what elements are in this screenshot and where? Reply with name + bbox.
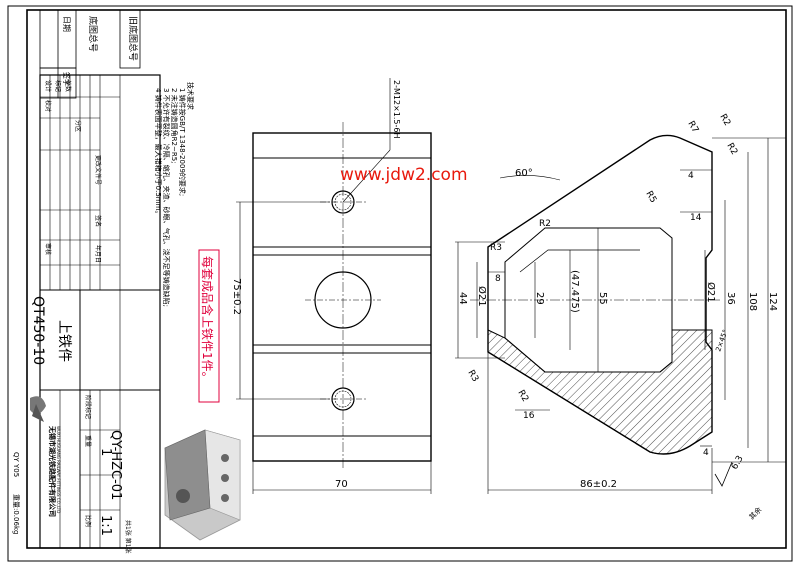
section-leaders (488, 169, 712, 447)
date-label: 日期 (62, 16, 71, 32)
dim-44-text: 44 (457, 292, 468, 305)
dim-4-bottom-text: 4 (703, 448, 709, 458)
left-margin-table (39, 9, 141, 99)
thread-callout-text: 2-M12×1.5-6H (392, 80, 401, 138)
dim-d21r-text: Ø21 (705, 282, 717, 303)
tech-item-4: 4 铸件表面平整，最大错箱小于0.5mm。 (154, 88, 163, 217)
thread-callout (342, 78, 391, 203)
inner-border (26, 9, 787, 549)
section-hatch (487, 329, 713, 455)
sheet-count: 共1张 第1张 (124, 520, 132, 554)
part-name-text: 上铁件 (56, 320, 72, 362)
dim-r3-a-text: R3 (490, 243, 502, 253)
roughness-symbol (714, 461, 733, 487)
company-name-en: WUXI HUGUANG RAILWAY FITTINGS CO.,LTD (56, 426, 61, 513)
mass-text: 重量:0.06kg (12, 494, 20, 534)
rev-labels: 标记 处数 分区 更改文件号 签名 年月日 (54, 80, 102, 263)
old-drawing-label: 旧底图总号 (127, 16, 139, 61)
dim-86 (487, 352, 713, 494)
company-name: 无锡市湖光铁路配件有限公司 (48, 425, 57, 517)
material-text: QT450-10 (30, 296, 46, 365)
dim-70 (252, 461, 432, 494)
company-logo (30, 396, 46, 422)
dim-108-text: 108 (747, 292, 758, 311)
dim-47-text: (47.475) (569, 270, 580, 313)
rev-label-date: 年月日 (94, 245, 102, 263)
tech-item-3: 3 不允许有裂纹、冷隔、缩孔、夹渣、砂眼、气孔、浇不足等铸造缺陷; (162, 88, 171, 307)
dim-d21l-text: Ø21 (476, 286, 488, 307)
dim-75 (236, 201, 330, 400)
dim-8-text: 8 (495, 274, 501, 284)
dim-16-text: 16 (523, 411, 535, 421)
dim-4-top-text: 4 (688, 171, 694, 181)
red-note-text: 每套成品含上铁件1件。 (200, 256, 215, 384)
scale-text: 1:1 (98, 515, 113, 536)
dim-124-text: 124 (767, 292, 778, 311)
rev-label-count: 处数 (64, 80, 72, 92)
tech-title: 技术要求 (186, 82, 195, 110)
dim-r2-mid-text: R2 (539, 219, 551, 229)
spec-ref: QY Y05 (12, 452, 20, 477)
drawing-label: 底图总号 (87, 16, 99, 52)
watermark: www.jdw2.com (340, 165, 468, 185)
part-3d-thumbnail (164, 429, 241, 541)
role-review: 审核 (44, 243, 52, 255)
tech-requirements: 技术要求 1 铸件按GB/T 1348-2009的要求; 2 未注铸造圆角R2~… (154, 82, 195, 307)
dim-86-text: 86±0.2 (580, 479, 617, 490)
dim-angle-text: 60° (515, 168, 533, 179)
section-dims-left (455, 228, 599, 372)
tech-item-1: 1 铸件按GB/T 1348-2009的要求; (178, 88, 187, 196)
quantity-text: 1 (98, 448, 113, 456)
sign-label: 签字 (62, 72, 71, 86)
role-design: 设计 (44, 80, 52, 92)
dim-29-text: 29 (534, 292, 545, 305)
stage-label: 阶段标记 (84, 395, 92, 419)
title-block (39, 74, 161, 549)
mass-label: 重量 (84, 435, 92, 447)
outer-border (7, 5, 793, 562)
rev-label-zone: 分区 (74, 120, 82, 132)
dim-55-text: 55 (597, 292, 608, 305)
scale-label: 比例 (84, 515, 92, 527)
role-check: 校对 (44, 100, 52, 112)
dim-14-text: 14 (690, 213, 702, 223)
front-view (252, 122, 432, 470)
drawing-no-text: QY-HZC-01 (108, 430, 123, 500)
rev-label-doc: 更改文件号 (94, 155, 102, 185)
rev-label-mark: 标记 (54, 80, 62, 92)
role-labels: 设计 校对 审核 (44, 80, 52, 255)
section-dims-right (704, 137, 786, 463)
dim-36-text: 36 (725, 292, 736, 305)
red-note-box (198, 249, 220, 403)
tech-item-2: 2 未注铸造圆角R2~R5; (170, 88, 179, 164)
dim-75-text: 75±0.2 (231, 278, 242, 315)
dim-70-text: 70 (335, 479, 348, 490)
rev-label-sign: 签名 (94, 215, 102, 227)
